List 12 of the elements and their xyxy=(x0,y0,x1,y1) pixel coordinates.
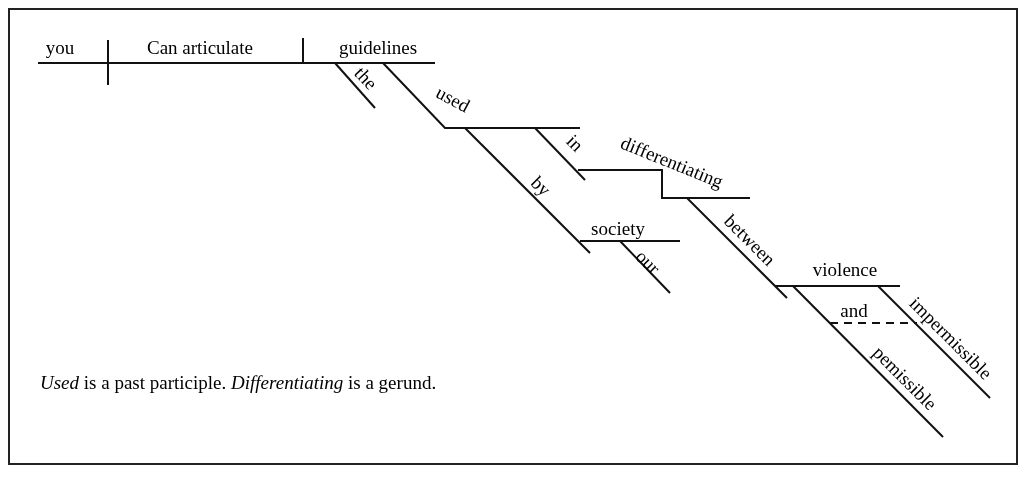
object-word: violence xyxy=(812,259,878,279)
verb-word: Can articulate xyxy=(147,37,253,57)
subject-word: you xyxy=(45,37,75,57)
object-word: society xyxy=(591,218,645,238)
modifier-word: the xyxy=(351,63,381,93)
preposition-word: by xyxy=(527,172,555,200)
note-text: Used is a past participle. Differentiating is a gerund. xyxy=(40,372,437,392)
object-word: guidelines xyxy=(338,37,418,57)
conjunction-word: and xyxy=(840,300,868,320)
preposition-word: in xyxy=(563,131,587,155)
modifier-word: our xyxy=(632,246,664,278)
modifier-word: used xyxy=(433,82,473,116)
